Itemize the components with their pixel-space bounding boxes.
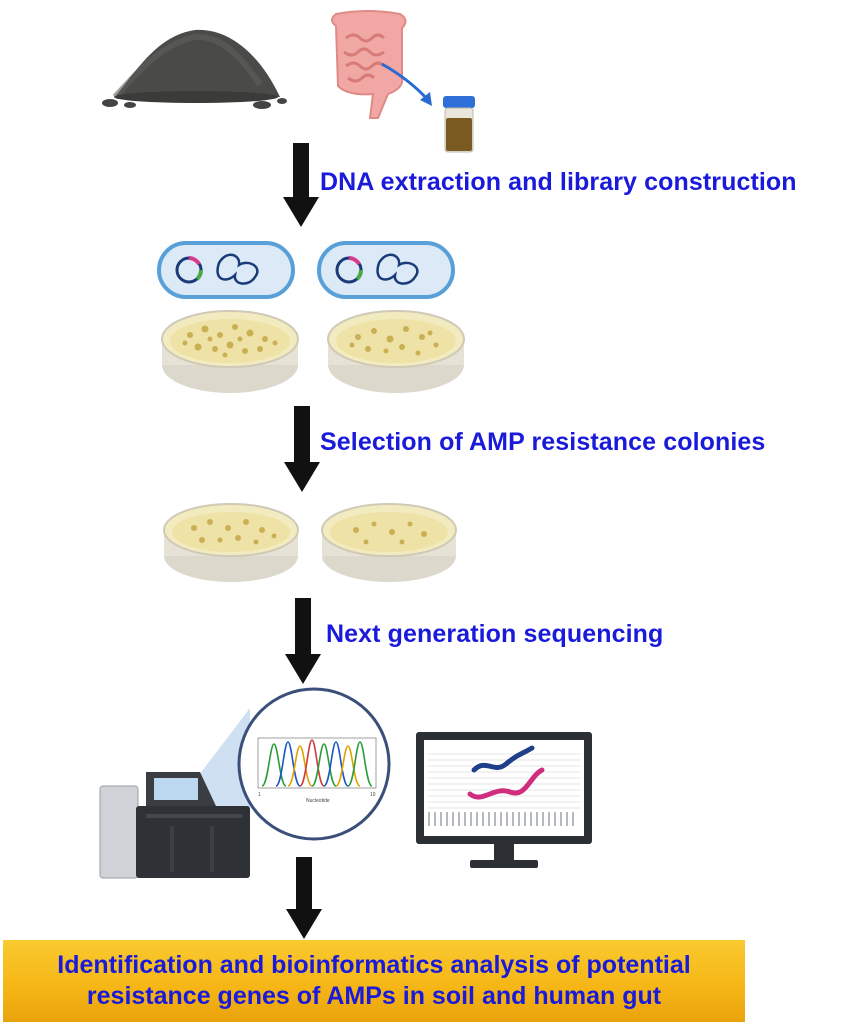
result-line-1: Identification and bioinformatics analys… [57,951,691,979]
chromatogram-x-start: 1 [258,792,261,798]
result-box: Identification and bioinformatics analys… [3,940,745,1022]
petri-dish-icon [161,310,299,393]
bacteria-cell-icon [157,241,295,299]
monitor-icon [416,732,592,868]
bacteria-cell-icon [317,241,455,299]
step-label-selection: Selection of AMP resistance colonies [320,428,766,456]
soil-pile-icon [102,29,287,109]
arrow-down-4 [286,857,322,939]
step-label-dna-extraction: DNA extraction and library construction [320,168,797,196]
step-label-ngs: Next generation sequencing [326,620,664,648]
petri-dish-icon [163,503,299,582]
chromatogram-x-label: Nucleotide [306,798,330,804]
arrow-down-2 [284,406,320,492]
chromatogram-icon: 1 10 Nucleotide [237,687,391,841]
chromatogram-x-end: 10 [370,792,376,798]
petri-dish-icon [327,310,465,393]
arrow-down-1 [283,143,319,227]
petri-dish-icon [321,503,457,582]
intestine-icon [331,10,407,119]
stool-sample-icon [443,96,475,153]
sample-arrow [381,62,432,106]
sequencer-icon [99,772,250,879]
result-line-2: resistance genes of AMPs in soil and hum… [86,982,662,1010]
arrow-down-3 [285,598,321,684]
